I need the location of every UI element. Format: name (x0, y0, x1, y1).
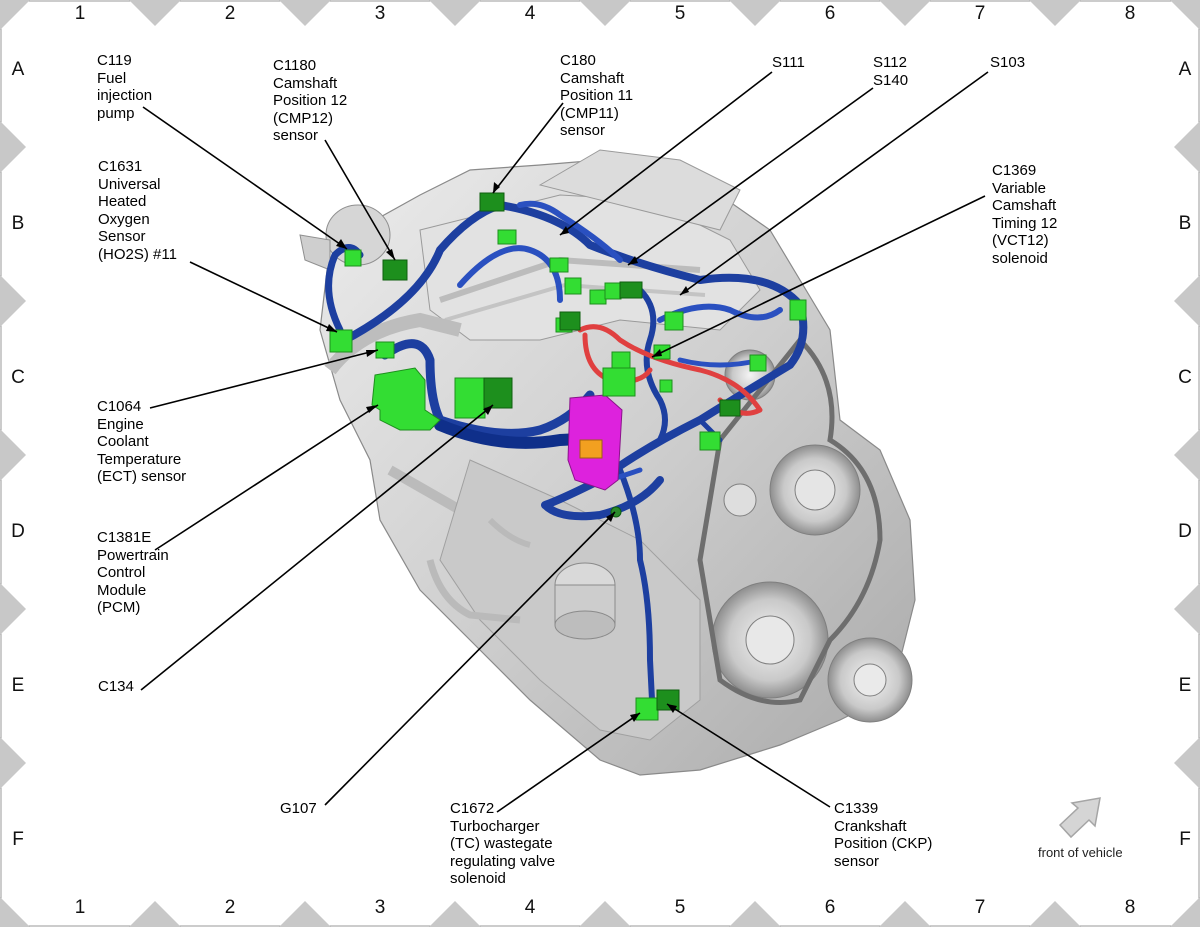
label-c1180: C1180 Camshaft Position 12 (CMP12) senso… (273, 57, 348, 144)
frame-diamond (879, 901, 931, 927)
grid-column-7-bottom: 7 (974, 897, 986, 918)
grid-column-5-top: 5 (674, 3, 686, 24)
leader-c1672 (496, 712, 641, 813)
frame-diamond (0, 897, 30, 927)
front-of-vehicle-arrow (1058, 797, 1101, 839)
grid-row-D-right: D (1178, 521, 1192, 542)
frame-diamond (1170, 0, 1200, 30)
frame-diamond (129, 901, 181, 927)
frame-diamond (0, 737, 26, 789)
grid-column-2-top: 2 (224, 3, 236, 24)
leader-c134 (140, 404, 494, 691)
frame-diamond (429, 901, 481, 927)
frame-diamond (1029, 901, 1081, 927)
grid-column-6-bottom: 6 (824, 897, 836, 918)
leader-c119 (142, 106, 348, 250)
grid-column-3-top: 3 (374, 3, 386, 24)
grid-column-4-bottom: 4 (524, 897, 536, 918)
leader-c180 (492, 102, 564, 194)
leader-c1339 (666, 703, 831, 808)
leader-c1631 (189, 261, 338, 333)
leader-c1369 (651, 195, 986, 358)
frame-diamond (1174, 583, 1200, 635)
grid-row-A-left: A (11, 59, 25, 80)
frame-diamond (579, 0, 631, 26)
leader-lines (140, 71, 989, 813)
label-c119: C119 Fuel injection pump (97, 52, 153, 122)
frame-diamond (0, 121, 26, 173)
grid-column-7-top: 7 (974, 3, 986, 24)
front-of-vehicle-label: front of vehicle (1038, 845, 1123, 860)
label-c180: C180 Camshaft Position 11 (CMP11) sensor (560, 52, 634, 139)
frame-diamond (279, 0, 331, 26)
frame-diamond (279, 901, 331, 927)
frame-diamond (0, 0, 30, 30)
grid-column-8-top: 8 (1124, 3, 1136, 24)
grid-column-8-bottom: 8 (1124, 897, 1136, 918)
leader-g107 (324, 511, 616, 806)
frame-diamond (579, 901, 631, 927)
connectors (329, 192, 807, 721)
frame-diamond (0, 429, 26, 481)
label-c134: C134 (98, 678, 134, 695)
frame-diamond (729, 0, 781, 26)
grid-row-D-left: D (11, 521, 25, 542)
label-c1369: C1369 Variable Camshaft Timing 12 (VCT12… (992, 162, 1058, 267)
label-c1631: C1631 Universal Heated Oxygen Sensor (HO… (98, 158, 177, 263)
leader-s111 (559, 71, 773, 236)
grid-row-E-right: E (1178, 675, 1192, 696)
label-s111: S111 (772, 54, 805, 71)
grid-column-1-bottom: 1 (74, 897, 86, 918)
leader-c1381e (154, 404, 379, 551)
grid-row-F-left: F (12, 829, 24, 850)
frame-diamond (1174, 121, 1200, 173)
label-s103: S103 (990, 54, 1026, 71)
grid-column-4-top: 4 (524, 3, 536, 24)
grid-row-A-right: A (1178, 59, 1192, 80)
label-s112-s140: S112 S140 (873, 54, 909, 89)
label-c1064: C1064 Engine Coolant Temperature (ECT) s… (97, 398, 187, 485)
grid-column-2-bottom: 2 (224, 897, 236, 918)
leader-s103 (679, 71, 989, 296)
leader-s112 (627, 87, 874, 266)
frame-diamond (1174, 275, 1200, 327)
grid-row-B-right: B (1178, 213, 1192, 234)
label-g107: G107 (280, 800, 317, 817)
frame-diamond (1170, 897, 1200, 927)
grid-row-C-left: C (11, 367, 25, 388)
grid-row-E-left: E (11, 675, 25, 696)
grid-column-5-bottom: 5 (674, 897, 686, 918)
frame-diamond (129, 0, 181, 26)
grid-row-C-right: C (1178, 367, 1192, 388)
leader-c1064 (149, 349, 379, 409)
frame-diamond (1174, 429, 1200, 481)
frame-diamond (0, 275, 26, 327)
label-c1672: C1672 Turbocharger (TC) wastegate regula… (450, 800, 556, 887)
frame-diamond (879, 0, 931, 26)
grid-column-3-bottom: 3 (374, 897, 386, 918)
grid-column-6-top: 6 (824, 3, 836, 24)
frame-diamond (1174, 737, 1200, 789)
label-c1381e: C1381E Powertrain Control Module (PCM) (97, 529, 169, 616)
leader-arrowheads (326, 182, 689, 722)
grid-column-1-top: 1 (74, 3, 86, 24)
frame-diamond (0, 583, 26, 635)
grid-row-F-right: F (1179, 829, 1191, 850)
frame-diamond (729, 901, 781, 927)
frame-diamond (1029, 0, 1081, 26)
leader-c1180 (324, 139, 396, 261)
label-c1339: C1339 Crankshaft Position (CKP) sensor (834, 800, 933, 870)
grid-row-B-left: B (11, 213, 25, 234)
frame-diamond (429, 0, 481, 26)
